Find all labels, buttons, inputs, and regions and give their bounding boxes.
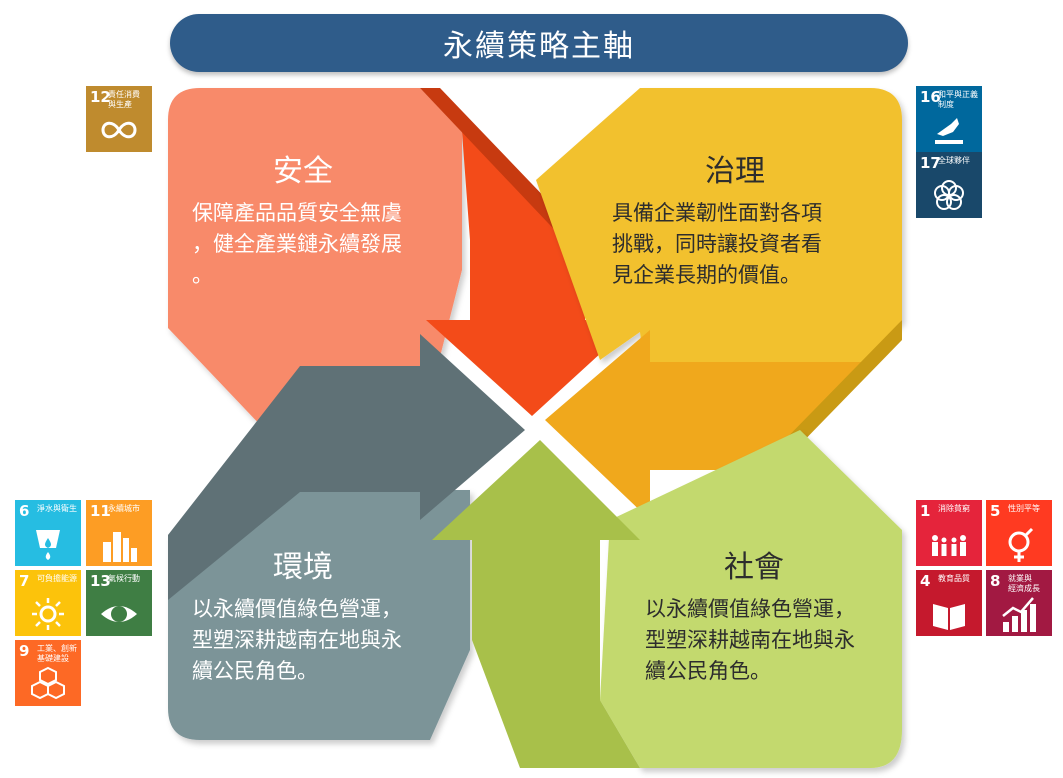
society-quadrant-shape bbox=[600, 430, 902, 768]
sdg-tile-number: 16 bbox=[920, 88, 941, 106]
sdg-tile-number: 9 bbox=[19, 642, 30, 660]
safety-quadrant: 安全 保障產品品質安全無虞 ，健全產業鏈永續發展 。 bbox=[192, 152, 442, 291]
sdg-tile-5: 5 性別平等 bbox=[986, 500, 1052, 566]
strategy-title: 永續策略主軸 bbox=[443, 29, 635, 64]
sdg-tile-label: 就業與 經濟成長 bbox=[1008, 574, 1040, 593]
sdg-tile-number: 8 bbox=[990, 572, 1001, 590]
sdg-tile-13: 13 氣候行動 bbox=[86, 570, 152, 636]
sdg-tile-number: 6 bbox=[19, 502, 30, 520]
city-icon bbox=[103, 532, 137, 562]
environment-quadrant: 環境 以永續價值綠色營運， 型塑深耕越南在地與永 續公民角色。 bbox=[192, 548, 442, 687]
gender-icon bbox=[1008, 527, 1034, 562]
sdg-tile-number: 7 bbox=[19, 572, 30, 590]
environment-arrow bbox=[168, 334, 525, 600]
infinity-icon bbox=[101, 121, 137, 139]
sdg-tile-1: 1 消除貧窮 bbox=[916, 500, 982, 566]
sdg-tile-number: 13 bbox=[90, 572, 111, 590]
sdg-tile-4: 4 教育品質 bbox=[916, 570, 982, 636]
sdg-tile-label: 淨水與衛生 bbox=[37, 504, 77, 513]
governance-description: 具備企業韌性面對各項 挑戰，同時讓投資者看 見企業長期的價值。 bbox=[612, 201, 822, 287]
sdg-tile-8: 8 就業與 經濟成長 bbox=[986, 570, 1052, 636]
sdg-tile-label: 永續城市 bbox=[108, 504, 140, 513]
sdg-tile-label: 和平與正義 制度 bbox=[938, 90, 978, 109]
cubes-icon bbox=[31, 666, 65, 700]
sdg-tile-label: 責任消費 與生產 bbox=[108, 90, 140, 109]
sdg-tile-12: 12 責任消費 與生產 bbox=[86, 86, 152, 152]
book-icon bbox=[933, 604, 965, 630]
sdg-tile-label: 氣候行動 bbox=[108, 574, 140, 583]
safety-arrow bbox=[420, 88, 637, 416]
society-arrow bbox=[432, 440, 640, 768]
sdg-tile-label: 可負擔能源 bbox=[37, 574, 77, 583]
society-description: 以永續價值綠色營運， 型塑深耕越南在地與永 續公民角色。 bbox=[645, 597, 855, 683]
sdg-tile-number: 17 bbox=[920, 154, 941, 172]
sdg-tile-number: 12 bbox=[90, 88, 111, 106]
sdg-tile-11: 11 永續城市 bbox=[86, 500, 152, 566]
environment-heading: 環境 bbox=[273, 550, 333, 585]
governance-arrow-shade bbox=[770, 320, 902, 455]
governance-quadrant-shape bbox=[536, 88, 902, 430]
environment-description: 以永續價值綠色營運， 型塑深耕越南在地與永 續公民角色。 bbox=[192, 597, 402, 683]
safety-quadrant-shape bbox=[168, 88, 462, 430]
dove-icon bbox=[935, 118, 963, 144]
environment-quadrant-shape bbox=[168, 490, 470, 740]
sdg-tile-label: 工業、創新 基礎建設 bbox=[37, 644, 77, 663]
sdg-tile-number: 1 bbox=[920, 502, 931, 520]
sdg-tile-9: 9 工業、創新 基礎建設 bbox=[15, 640, 81, 706]
governance-quadrant: 治理 具備企業韌性面對各項 挑戰，同時讓投資者看 見企業長期的價值。 bbox=[612, 152, 862, 291]
water-drop-icon bbox=[36, 530, 60, 560]
eye-globe-icon bbox=[101, 606, 137, 622]
governance-heading: 治理 bbox=[705, 154, 765, 189]
safety-heading: 安全 bbox=[273, 154, 333, 189]
society-heading: 社會 bbox=[724, 550, 784, 585]
sdg-tile-number: 11 bbox=[90, 502, 111, 520]
sdg-tile-label: 全球夥伴 bbox=[938, 156, 970, 165]
society-quadrant: 社會 以永續價值綠色營運， 型塑深耕越南在地與永 續公民角色。 bbox=[645, 548, 895, 687]
growth-chart-icon bbox=[1002, 597, 1036, 632]
sdg-tile-6: 6 淨水與衛生 bbox=[15, 500, 81, 566]
sdg-tile-number: 4 bbox=[920, 572, 931, 590]
sdg-tile-7: 7 可負擔能源 bbox=[15, 570, 81, 636]
sdg-tile-16: 16 和平與正義 制度 bbox=[916, 86, 982, 152]
safety-description: 保障產品品質安全無虞 ，健全產業鏈永續發展 。 bbox=[192, 201, 402, 287]
sdg-tile-label: 教育品質 bbox=[938, 574, 970, 583]
sdg-tile-17: 17 全球夥伴 bbox=[916, 152, 982, 218]
governance-arrow bbox=[545, 320, 902, 520]
people-icon bbox=[932, 535, 966, 556]
sun-icon bbox=[32, 598, 64, 630]
sdg-tile-label: 性別平等 bbox=[1008, 504, 1040, 513]
sdg-tile-label: 消除貧窮 bbox=[938, 504, 970, 513]
sdg-tile-number: 5 bbox=[990, 502, 1001, 520]
strategy-title-banner: 永續策略主軸 bbox=[170, 14, 908, 72]
flower-rings-icon bbox=[934, 180, 964, 210]
